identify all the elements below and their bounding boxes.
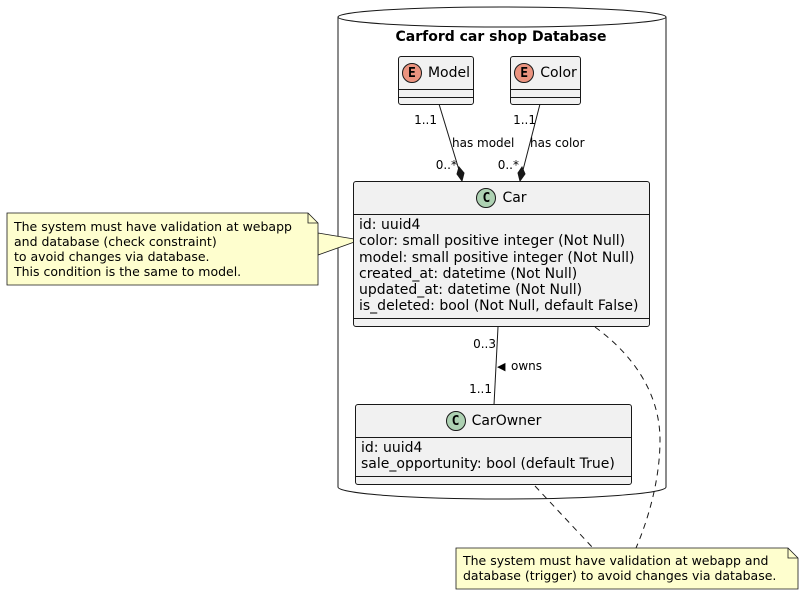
class-badge-icon: C bbox=[476, 188, 497, 208]
edge-color-car bbox=[522, 103, 541, 171]
entity-model-name: Model bbox=[427, 65, 471, 81]
car-attr-id: id: uuid4 bbox=[359, 217, 421, 233]
entity-model-attrs bbox=[399, 90, 473, 98]
mult-model-source: 1..1 bbox=[414, 113, 437, 127]
entity-car-attributes: id: uuid4 color: small positive integer … bbox=[354, 215, 649, 319]
note-left-line: to avoid changes via database. bbox=[14, 249, 210, 264]
edge-car-owner bbox=[493, 326, 499, 406]
entity-model[interactable]: E Model bbox=[398, 56, 474, 105]
car-attr-created-at: created_at: datetime (Not Null) bbox=[359, 265, 578, 282]
label-has-color: has color bbox=[530, 136, 585, 150]
note-left: The system must have validation at webap… bbox=[8, 214, 308, 284]
note-bottom-link-car bbox=[594, 326, 661, 549]
note-left-line: The system must have validation at webap… bbox=[14, 219, 292, 234]
entity-car[interactable]: C Car id: uuid4 color: small positive in… bbox=[353, 181, 650, 327]
composition-diamond-color bbox=[517, 165, 526, 183]
mult-color-source: 1..1 bbox=[513, 113, 536, 127]
class-badge-icon: C bbox=[445, 411, 466, 431]
car-attr-is-deleted: is_deleted: bool (Not Null, default Fals… bbox=[359, 298, 639, 315]
note-bottom-fold bbox=[787, 548, 798, 559]
mult-owner-target: 1..1 bbox=[469, 382, 492, 396]
car-attr-color: color: small positive integer (Not Null) bbox=[359, 233, 626, 250]
enum-badge-icon: E bbox=[514, 63, 535, 83]
label-owns: owns bbox=[511, 359, 542, 373]
entity-car-name: Car bbox=[502, 190, 527, 206]
note-left-outline bbox=[6, 212, 319, 286]
mult-model-target: 0..* bbox=[436, 158, 457, 172]
note-bottom: The system must have validation at webap… bbox=[457, 549, 787, 588]
entity-color[interactable]: E Color bbox=[510, 56, 581, 105]
note-left-fold bbox=[307, 213, 318, 224]
entity-color-attrs bbox=[511, 90, 580, 98]
owner-attr-id: id: uuid4 bbox=[361, 440, 423, 456]
note-bottom-line: The system must have validation at webap… bbox=[463, 553, 769, 568]
car-attr-updated-at: updated_at: datetime (Not Null) bbox=[359, 282, 583, 299]
car-attr-model: model: small positive integer (Not Null) bbox=[359, 249, 635, 266]
note-bottom-link-owner bbox=[534, 485, 594, 549]
entity-color-header: E Color bbox=[511, 57, 580, 90]
entity-model-header: E Model bbox=[399, 57, 473, 90]
note-bottom-outline bbox=[455, 547, 799, 590]
entity-car-owner[interactable]: C CarOwner id: uuid4 sale_opportunity: b… bbox=[355, 404, 632, 485]
note-left-line: This condition is the same to model. bbox=[14, 264, 242, 279]
mult-owner-source: 0..3 bbox=[473, 337, 496, 351]
enum-badge-icon: E bbox=[401, 63, 422, 83]
entity-car-owner-attributes: id: uuid4 sale_opportunity: bool (defaul… bbox=[356, 438, 631, 477]
mult-color-target: 0..* bbox=[498, 158, 519, 172]
entity-car-header: C Car bbox=[354, 182, 649, 215]
label-has-model: has model bbox=[452, 136, 514, 150]
database-package-top bbox=[337, 6, 667, 28]
edge-model-car bbox=[438, 103, 460, 171]
note-left-line: and database (check constraint) bbox=[14, 234, 217, 249]
owner-attr-sale-opportunity: sale_opportunity: bool (default True) bbox=[361, 456, 615, 473]
entity-color-name: Color bbox=[540, 65, 577, 81]
entity-car-owner-name: CarOwner bbox=[471, 413, 542, 429]
entity-car-owner-header: C CarOwner bbox=[356, 405, 631, 438]
note-bottom-line: database (trigger) to avoid changes via … bbox=[463, 568, 777, 583]
composition-diamond-model bbox=[456, 165, 465, 183]
package-title: Carford car shop Database bbox=[396, 29, 607, 45]
owns-direction-arrow: ◀ bbox=[497, 360, 506, 373]
